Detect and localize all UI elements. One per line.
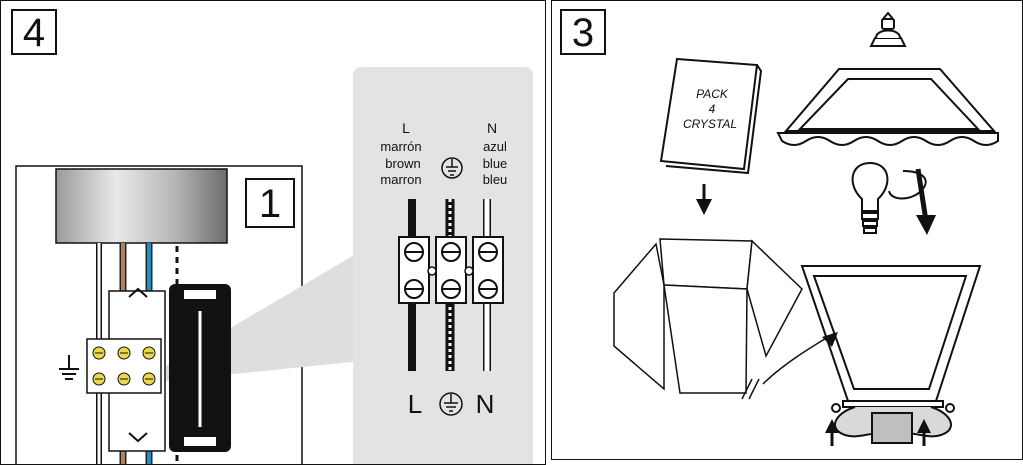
lamp-shade-icon — [776, 11, 999, 146]
label-L-bottom: L — [408, 389, 422, 419]
step-4-illustration: L marrón brown marron N azul blue bleu L… — [15, 67, 533, 464]
step-3-panel: 3 PACK 4 CRYSTAL — [551, 0, 1023, 460]
ground-icon — [59, 355, 79, 380]
step-4-panel: 4 — [0, 0, 546, 465]
ceiling-canopy — [55, 168, 228, 244]
up-arrow-icon — [825, 419, 931, 446]
ground-circle-bottom-icon — [439, 392, 463, 416]
label-L-line2: brown — [385, 156, 420, 171]
light-bulb-icon — [851, 161, 889, 234]
open-box — [613, 238, 803, 394]
screw-icon — [92, 346, 156, 386]
lantern-base-icon — [800, 265, 982, 444]
pack-box — [659, 57, 759, 171]
label-N-line1: azul — [483, 139, 507, 154]
pack-label-line3: CRYSTAL — [683, 117, 737, 131]
step-number-3: 3 — [560, 9, 606, 55]
rotate-arrow-icon — [888, 168, 936, 235]
label-L-line1: marrón — [380, 139, 421, 154]
pack-label-line2: 4 — [709, 102, 716, 116]
terminal-block-icon — [398, 236, 504, 304]
label-N-line2: blue — [483, 156, 508, 171]
ground-circle-icon — [441, 157, 463, 179]
label-N-top: N — [487, 120, 497, 136]
pack-label-line1: PACK — [696, 87, 729, 101]
label-L-line3: marron — [380, 172, 421, 187]
step-number-4: 4 — [11, 9, 57, 55]
label-N-bottom: N — [476, 389, 495, 419]
step-number-1: 1 — [245, 178, 295, 228]
label-N-line3: bleu — [483, 172, 508, 187]
down-arrow-icon — [696, 184, 712, 215]
label-L-top: L — [402, 120, 410, 136]
step-3-illustration: PACK 4 CRYSTAL — [613, 11, 999, 446]
